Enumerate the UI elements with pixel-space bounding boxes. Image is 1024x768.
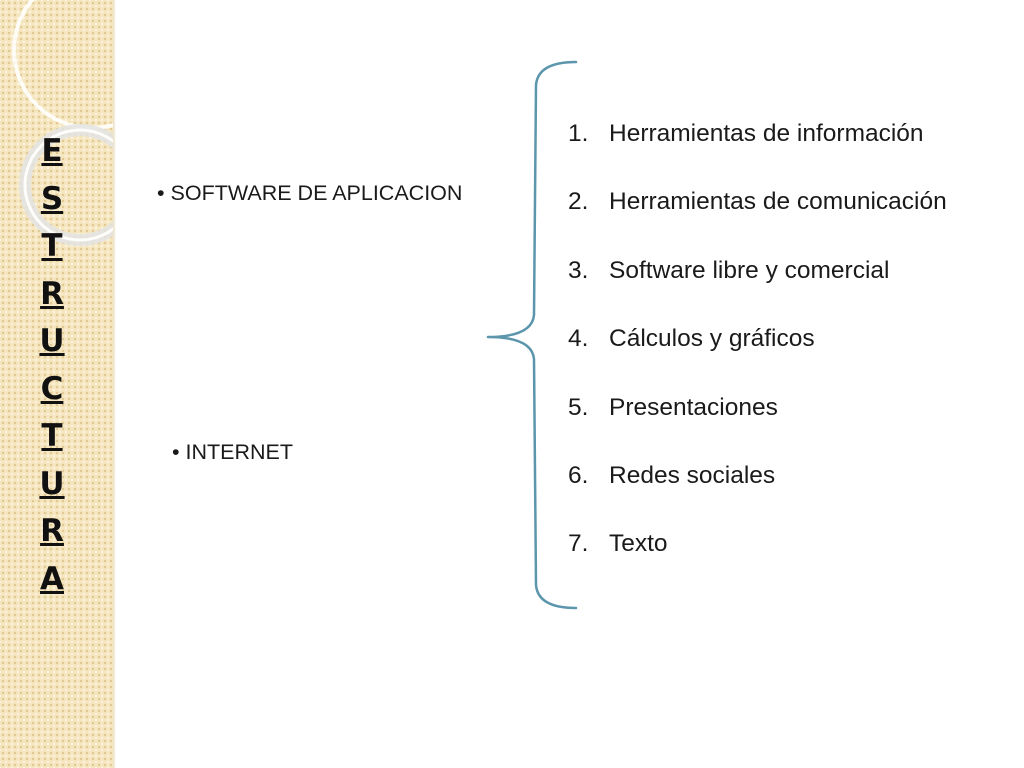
list-number: 4.: [568, 325, 589, 353]
list-label: Cálculos y gráficos: [609, 325, 815, 353]
bullet-software: •SOFTWARE DE APLICACION: [157, 181, 462, 206]
list-number: 6.: [568, 461, 589, 489]
bullet-dot-icon: •: [157, 181, 165, 205]
numbered-list: 1. Herramientas de información 2. Herramie…: [568, 114, 947, 593]
bullet-internet: •INTERNET: [172, 440, 293, 465]
title-letter: T: [41, 228, 63, 264]
vertical-title: E S T R U C T U R A: [0, 128, 104, 603]
title-letter: A: [40, 560, 64, 597]
title-letter: T: [41, 418, 63, 454]
list-label: Herramientas de información: [609, 120, 924, 147]
decorative-circles: [12, 0, 113, 246]
list-item: 4. Cálculos y gráficos: [568, 319, 947, 387]
list-item: 2. Herramientas de comunicación: [568, 182, 947, 250]
title-letter: R: [40, 275, 64, 312]
list-label: Presentaciones: [609, 393, 778, 421]
list-item: 7. Texto: [568, 524, 947, 592]
bullet-label: INTERNET: [185, 440, 294, 464]
list-label: Texto: [609, 530, 668, 558]
list-label: Redes sociales: [609, 461, 776, 489]
bullet-label: SOFTWARE DE APLICACION: [170, 181, 463, 205]
list-number: 2.: [568, 188, 589, 216]
list-item: 3. Software libre y comercial: [568, 251, 947, 319]
title-letter: S: [40, 180, 64, 217]
title-letter: R: [40, 513, 64, 549]
list-item: 5. Presentaciones: [568, 388, 947, 456]
list-number: 7.: [568, 530, 589, 558]
title-letter: U: [39, 465, 65, 502]
list-number: 5.: [568, 393, 589, 421]
title-letter: U: [39, 323, 65, 359]
decorative-sidebar: E S T R U C T U R A: [0, 0, 113, 768]
title-letter: C: [40, 370, 64, 407]
sidebar-edge: [113, 0, 116, 768]
bullet-dot-icon: •: [172, 440, 180, 464]
list-label: Software libre y comercial: [609, 256, 890, 284]
list-number: 3.: [568, 256, 589, 284]
list-item: 6. Redes sociales: [568, 456, 947, 524]
curly-brace-icon: [486, 60, 578, 610]
title-letter: E: [41, 133, 63, 169]
list-number: 1.: [568, 120, 589, 147]
list-item: 1. Herramientas de información: [568, 114, 947, 182]
list-label: Herramientas de comunicación: [609, 188, 947, 216]
